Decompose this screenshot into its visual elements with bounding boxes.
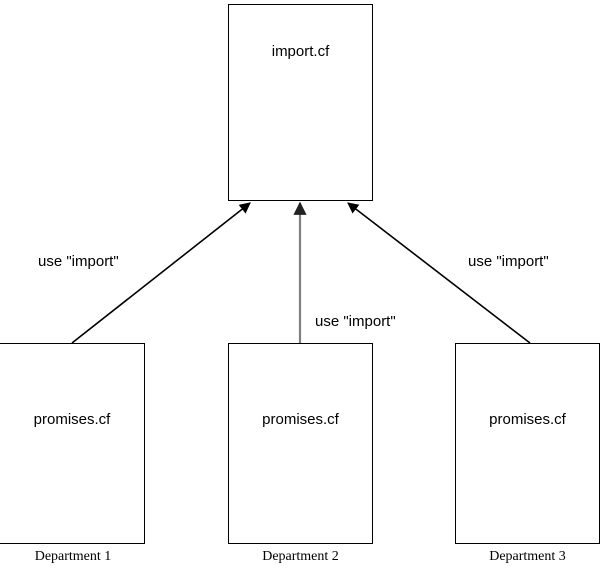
node-promises-cf-department-2[interactable]: promises.cf [228,343,373,544]
edge-label-right: use "import" [468,253,549,270]
node-promises-cf-department-3[interactable]: promises.cf [455,343,600,544]
node-import-cf[interactable]: import.cf [228,4,373,201]
node-promises-cf-department-1[interactable]: promises.cf [0,343,145,544]
connector-left [71,202,251,344]
node-import-cf-label: import.cf [271,43,330,60]
caption-department-1: Department 1 [34,549,112,564]
caption-department-2: Department 2 [262,549,339,564]
node-promises-cf-department-1-label: promises.cf [33,411,111,428]
caption-department-3: Department 3 [489,549,566,564]
edge-label-middle: use "import" [315,313,396,330]
node-promises-cf-department-3-label: promises.cf [489,411,566,428]
node-promises-cf-department-2-label: promises.cf [262,411,339,428]
edge-label-left: use "import" [38,253,119,270]
